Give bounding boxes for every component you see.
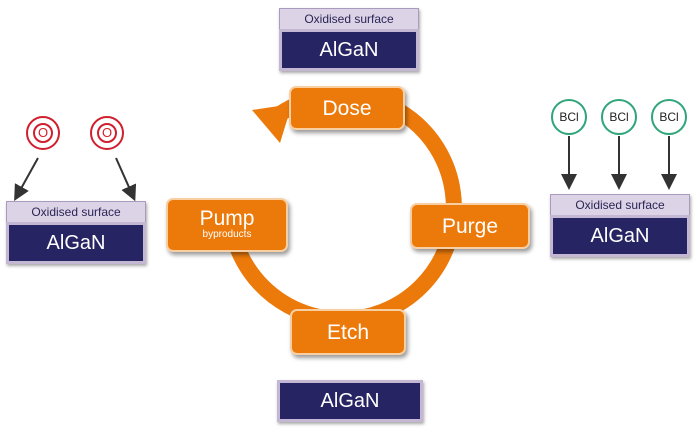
bottom-algan-layer: AlGaN (277, 380, 423, 422)
top-oxidised-surface: Oxidised surface (279, 8, 419, 29)
dose-step: Dose (289, 86, 405, 130)
left-algan-layer: AlGaN (6, 222, 146, 264)
cycle-arrowhead (252, 104, 292, 143)
etch-label: Etch (326, 321, 370, 344)
top-algan-layer: AlGaN (279, 29, 419, 71)
o-arrow-left (14, 157, 39, 201)
top-stack: Oxidised surface AlGaN (279, 8, 419, 71)
bcl-molecule-icon: BCl (551, 99, 587, 135)
bcl-molecule-icon: BCl (651, 99, 687, 135)
oxygen-atom-icon: O (26, 116, 60, 150)
bcl-molecule-icon: BCl (601, 99, 637, 135)
left-oxidised-surface: Oxidised surface (6, 201, 146, 222)
pump-label: Pump (199, 207, 255, 230)
right-oxidised-surface: Oxidised surface (550, 194, 690, 215)
purge-label: Purge (441, 215, 499, 238)
oxygen-atom-icon: O (90, 116, 124, 150)
o-arrow-right (115, 157, 137, 202)
right-algan-layer: AlGaN (550, 215, 690, 257)
oxygen-atom-symbol: O (33, 123, 53, 143)
pump-step: Pump byproducts (166, 198, 288, 252)
purge-step: Purge (410, 203, 530, 249)
left-stack: Oxidised surface AlGaN (6, 201, 146, 264)
pump-sublabel: byproducts (202, 229, 252, 240)
right-stack: Oxidised surface AlGaN (550, 194, 690, 257)
oxygen-atom-symbol: O (97, 123, 117, 143)
dose-label: Dose (322, 97, 372, 120)
etch-step: Etch (290, 309, 406, 355)
